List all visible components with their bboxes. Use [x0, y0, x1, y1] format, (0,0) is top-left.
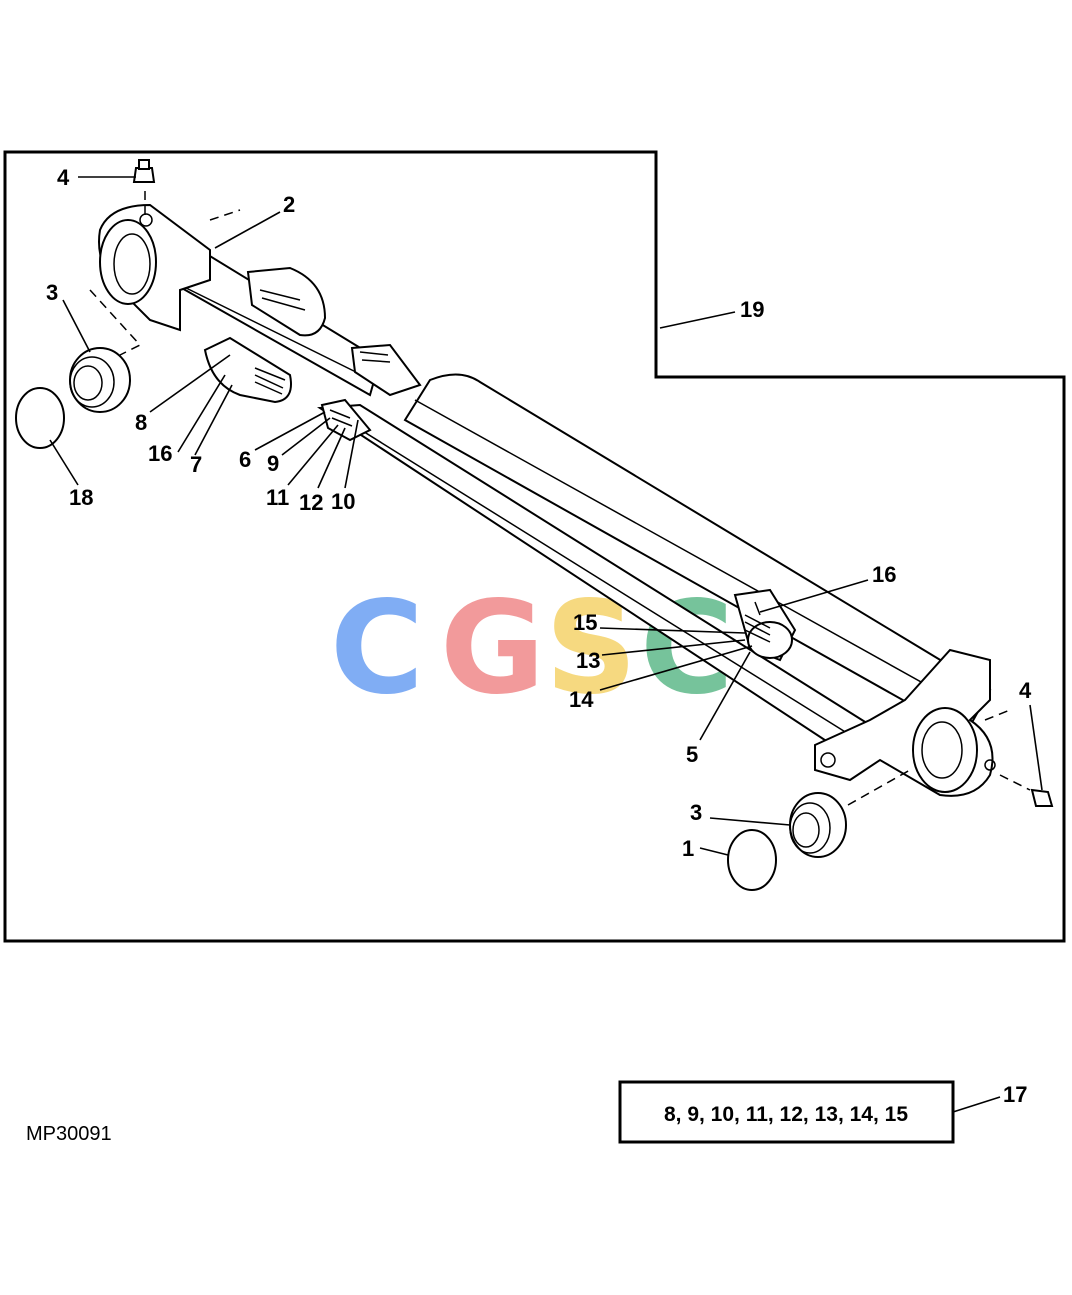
piston-end-assembly: [733, 588, 797, 662]
bushing-upper: [69, 289, 142, 413]
grease-fitting-lower: [1030, 788, 1054, 807]
callout-8: 8: [135, 410, 147, 435]
watermark: C G S C: [330, 574, 734, 723]
seal-kit-contents: 8, 9, 10, 11, 12, 13, 14, 15: [664, 1103, 908, 1126]
watermark-letter-c1: C: [330, 574, 424, 723]
grease-fitting-upper: [132, 159, 156, 183]
leader-lines: [49, 176, 1043, 1113]
callout-labels: 4 2 3 8 16 7 6 9 11 12 10 18 19 16 15 13…: [46, 165, 1032, 1107]
callout-19: 19: [740, 297, 764, 322]
callout-3-lower: 3: [690, 800, 702, 825]
watermark-letter-g: G: [440, 574, 545, 723]
gland-head: [203, 336, 292, 404]
callout-7: 7: [190, 452, 202, 477]
seal-kit-box: 8, 9, 10, 11, 12, 13, 14, 15: [618, 1080, 955, 1144]
callout-17: 17: [1003, 1082, 1027, 1107]
callout-6: 6: [239, 447, 251, 472]
callout-9: 9: [267, 451, 279, 476]
callout-18: 18: [69, 485, 93, 510]
plug-cap-lower: [727, 829, 777, 891]
callout-16-lower: 16: [872, 562, 896, 587]
figure-id: MP30091: [26, 1123, 112, 1145]
callout-3-upper: 3: [46, 280, 58, 305]
callout-14: 14: [569, 687, 594, 712]
callout-12: 12: [299, 490, 323, 515]
callout-13: 13: [576, 648, 600, 673]
rod-end-eye: [98, 185, 241, 332]
callout-16-upper: 16: [148, 441, 172, 466]
callout-15: 15: [573, 610, 597, 635]
callout-11: 11: [266, 485, 289, 510]
callout-5: 5: [686, 742, 698, 767]
cylinder-base-eye: [814, 648, 1031, 797]
callout-4-upper: 4: [57, 165, 70, 190]
callout-1: 1: [682, 836, 694, 861]
piston: [350, 343, 422, 397]
bushing-lower: [789, 769, 911, 858]
plug-cap-upper: [15, 387, 65, 449]
callout-10: 10: [331, 489, 355, 514]
rod-guide: [246, 266, 327, 337]
callout-2: 2: [283, 192, 295, 217]
assembly-frame: [3, 150, 1066, 943]
callout-4-lower: 4: [1019, 678, 1032, 703]
